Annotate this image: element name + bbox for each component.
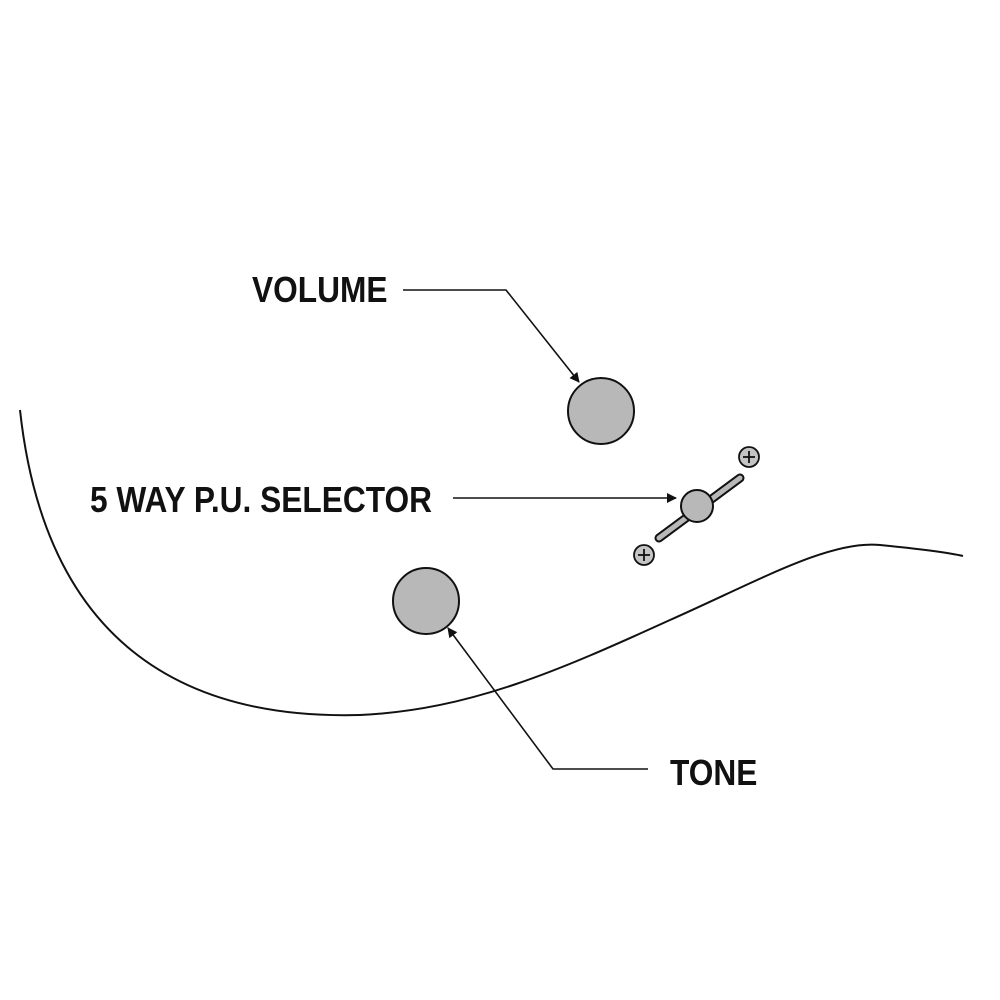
screw-top-icon [738,446,760,468]
selector-tip [680,489,714,523]
volume-leader-arrow [403,289,580,383]
body-outline-curve [19,409,964,717]
tone-leader-arrow [447,627,648,770]
volume-knob [567,377,635,445]
pickup-selector-switch [654,473,745,543]
tone-knob [392,567,460,635]
tone-label: TONE [670,753,757,793]
selector-label: 5 WAY P.U. SELECTOR [90,480,432,520]
screw-bottom-icon [633,544,655,566]
volume-label: VOLUME [252,270,387,310]
